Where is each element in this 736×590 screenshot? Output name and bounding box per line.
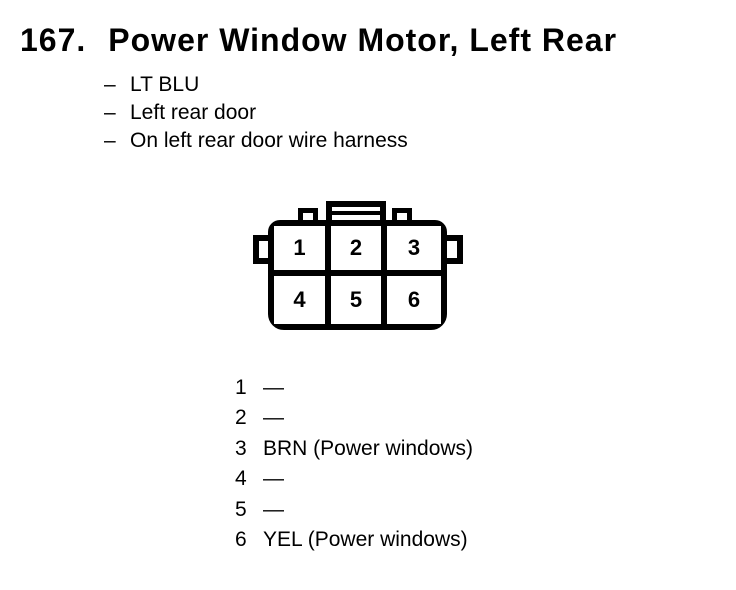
pin-row: 6 YEL (Power windows) [235,525,473,555]
note-text-color: LT BLU [130,73,200,96]
pin-number: 1 [235,376,247,399]
pin-number: 5 [235,497,247,521]
note-line: – Left rear door [104,99,408,127]
connector-notes: – LT BLU – Left rear door – On left rear… [104,71,408,155]
pin-row: 2 — [235,403,473,433]
latch-tab-ridge [332,211,380,215]
pin-assignment-list: 1 — 2 — 3 BRN (Power windows) 4 — 5 — 6 … [235,373,473,555]
pin-number: 4 [235,467,247,491]
pin-description: BRN (Power windows) [263,436,474,460]
pin-description: YEL (Power windows) [263,528,468,552]
pin-row: 4 — [235,464,473,494]
pin-description: — [263,376,284,399]
cavity-6: 6 [387,276,441,324]
note-text-location: Left rear door [130,101,257,124]
pin-number: 3 [235,436,247,460]
cavity-1: 1 [274,226,325,270]
pin-number: 2 [235,406,247,430]
connector-diagram: 1 2 3 4 5 6 [250,201,466,333]
note-dash: – [104,101,116,124]
page-heading: 167. Power Window Motor, Left Rear [20,22,617,59]
cavity-3: 3 [387,226,441,270]
pin-row: 5 — [235,495,473,525]
note-line: – On left rear door wire harness [104,127,408,155]
note-dash: – [104,73,116,96]
pin-row: 3 BRN (Power windows) [235,434,473,464]
pin-description: — [263,467,284,491]
item-number: 167. [20,22,87,58]
note-line: – LT BLU [104,71,408,99]
page-title: Power Window Motor, Left Rear [108,22,618,58]
cavity-2: 2 [331,226,381,270]
pin-row: 1 — [235,373,473,403]
cavity-grid: 1 2 3 4 5 6 [274,226,441,324]
note-text-harness: On left rear door wire harness [130,129,408,152]
cavity-5: 5 [331,276,381,324]
pin-description: — [263,497,284,521]
cavity-4: 4 [274,276,325,324]
note-dash: – [104,129,116,152]
connector-body: 1 2 3 4 5 6 [268,220,447,330]
pin-description: — [263,406,284,430]
pin-number: 6 [235,528,247,552]
